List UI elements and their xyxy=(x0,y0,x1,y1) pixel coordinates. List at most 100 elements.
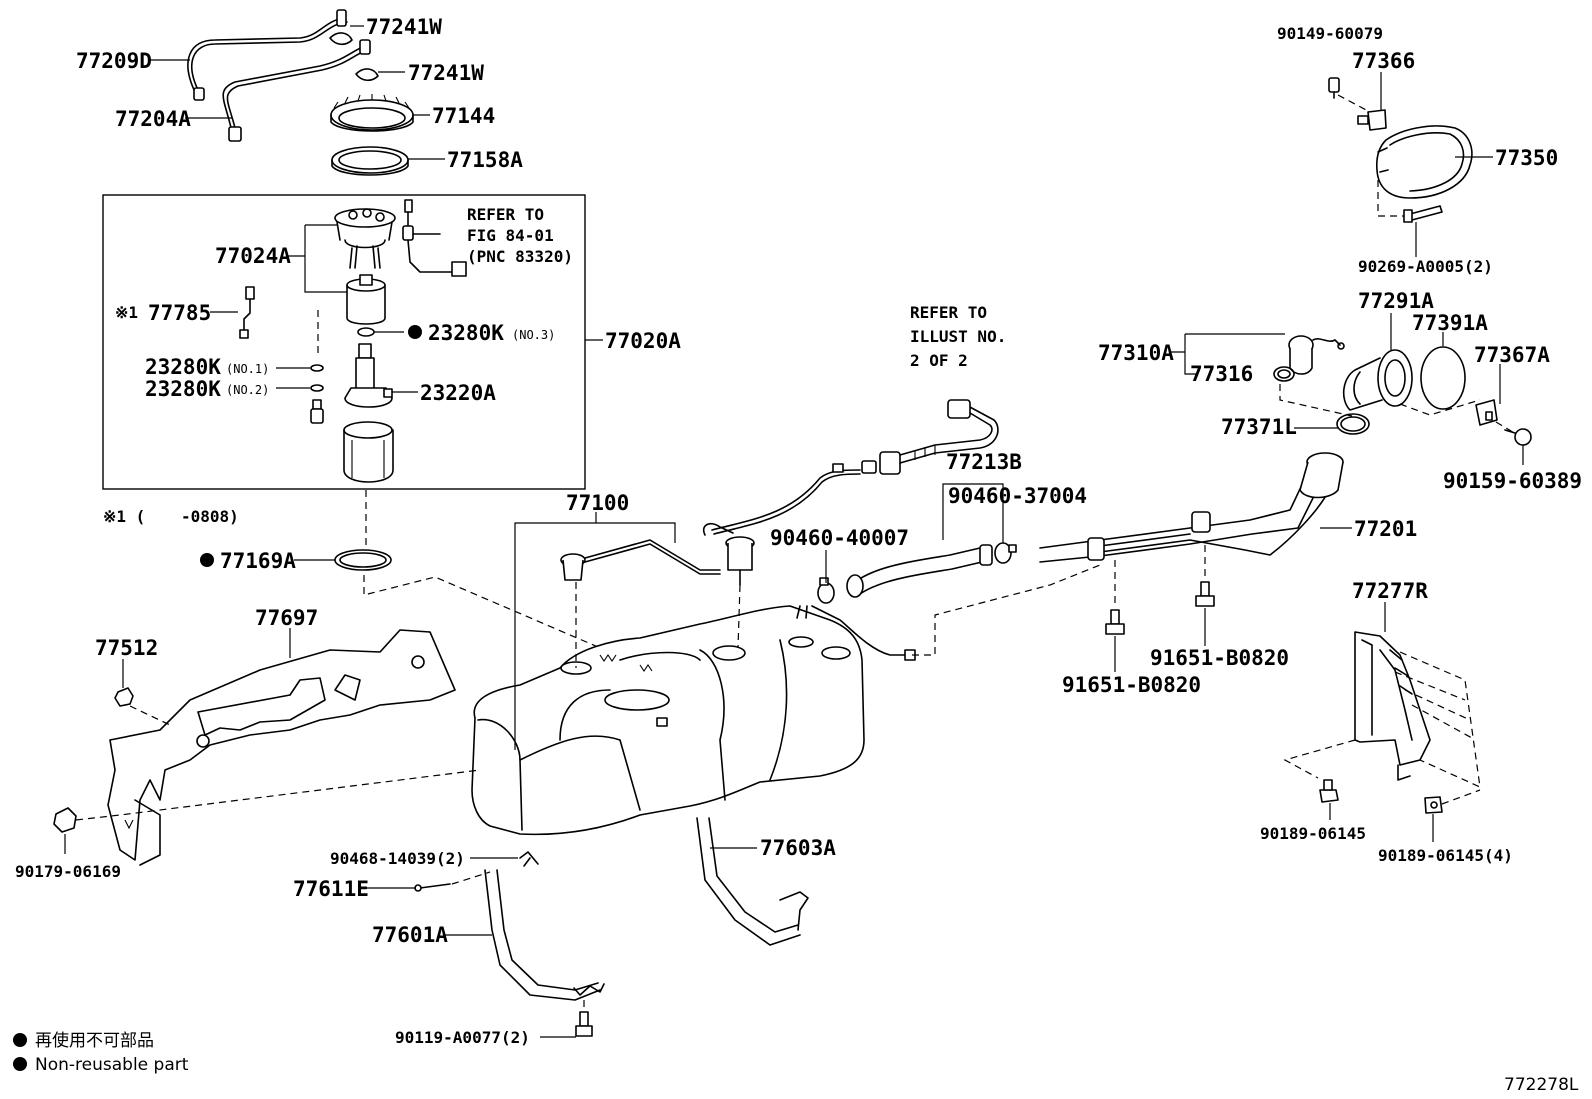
bolt-91651-b0820-a xyxy=(1105,609,1125,635)
label-77785: 77785 xyxy=(148,301,211,325)
clip-90189-06145 xyxy=(1319,779,1339,803)
label-91651-b0820-b: 91651-B0820 xyxy=(1150,646,1289,670)
fuel-sender-gauge xyxy=(402,199,467,277)
non-reusable-mark xyxy=(200,553,214,567)
bracket-77367a xyxy=(1475,399,1498,426)
label-90460-37004: 90460-37004 xyxy=(948,484,1087,508)
label-90119-a0077: 90119-A0077(2) xyxy=(395,1028,530,1047)
label-77213b: 77213B xyxy=(946,450,1022,474)
label-90460-40007: 90460-40007 xyxy=(770,526,909,550)
gasket-77391a xyxy=(1420,346,1466,410)
part-77785 xyxy=(239,286,255,339)
label-77603a: 77603A xyxy=(760,836,836,860)
label-77169a: 77169A xyxy=(220,549,296,573)
legend-dot-jp xyxy=(13,1033,27,1047)
gasket-77371l xyxy=(1336,413,1370,435)
label-77158a: 77158A xyxy=(447,148,523,172)
leader xyxy=(514,522,676,750)
fuel-lid-77350 xyxy=(1375,125,1473,199)
guide-line xyxy=(1377,180,1404,217)
guide-line xyxy=(1337,94,1371,113)
fuel-tube-77209d xyxy=(187,9,348,101)
o-ring-23280k-no2 xyxy=(310,384,324,392)
label-no1: (NO.1) xyxy=(226,362,269,376)
hose-clamp-90460-37004 xyxy=(994,542,1017,564)
bolt-90119-a0077 xyxy=(575,1011,593,1037)
legend-english: Non-reusable part xyxy=(35,1055,189,1075)
fuel-filter xyxy=(346,274,386,325)
screw-90269-a0005 xyxy=(1403,205,1443,223)
tank-strap-77603a xyxy=(696,817,809,946)
label-refer-illust-1: REFER TO xyxy=(910,303,987,322)
retainer-ring-77144 xyxy=(330,94,414,132)
figure-code: 772278L xyxy=(1504,1075,1579,1095)
nut-77512 xyxy=(114,687,134,707)
label-77209d: 77209D xyxy=(76,49,152,73)
pump-nozzle xyxy=(310,399,324,424)
label-77277r: 77277R xyxy=(1352,579,1428,603)
guide-line xyxy=(1399,399,1481,416)
bolt-91651-b0820-b xyxy=(1195,581,1215,607)
guide-line xyxy=(1283,739,1356,779)
pump-cup xyxy=(343,421,394,483)
label-90269-a0005: 90269-A0005(2) xyxy=(1358,257,1493,276)
guide-line xyxy=(912,564,1101,656)
label-77697: 77697 xyxy=(255,606,318,630)
hinge-77366 xyxy=(1357,109,1387,131)
fuel-pump-23220a xyxy=(344,343,393,408)
guide-line xyxy=(75,769,481,821)
guide-line xyxy=(1495,421,1517,435)
label-77367a: 77367A xyxy=(1474,343,1550,367)
label-90189-06145-4: 90189-06145(4) xyxy=(1378,846,1513,865)
label-23280k-no1: 23280K xyxy=(145,355,221,379)
label-91651-b0820-a: 91651-B0820 xyxy=(1062,673,1201,697)
label-77785-mark: ※1 xyxy=(115,303,138,322)
guide-line xyxy=(1394,651,1481,788)
leader xyxy=(1171,333,1285,375)
label-77316: 77316 xyxy=(1190,362,1253,386)
splash-guard-77277r xyxy=(1354,631,1431,781)
label-77241w-upper: 77241W xyxy=(366,15,442,39)
guide-line xyxy=(1441,789,1481,805)
label-77241w-lower: 77241W xyxy=(408,61,484,85)
label-77366: 77366 xyxy=(1352,49,1415,73)
vent-tube-assembly xyxy=(711,399,999,535)
clip-77241w-lower xyxy=(355,68,379,82)
nut-90179-06169 xyxy=(53,807,77,833)
label-77204a: 77204A xyxy=(115,107,191,131)
filler-pipe-77201 xyxy=(1039,452,1344,563)
screw-90149-60079 xyxy=(1328,77,1340,99)
label-90189-06145: 90189-06145 xyxy=(1260,824,1366,843)
label-77310a: 77310A xyxy=(1098,341,1174,365)
label-77024a: 77024A xyxy=(215,244,291,268)
clip-90468-14039 xyxy=(519,851,539,867)
tank-vent-line xyxy=(811,605,906,656)
leader xyxy=(942,483,1004,543)
filler-neck-77291a xyxy=(1342,349,1413,411)
guide-line xyxy=(451,871,491,885)
label-77371l: 77371L xyxy=(1221,415,1297,439)
label-refer-fig-2: FIG 84-01 xyxy=(467,226,554,245)
footnote-mark: ※1 ( xyxy=(103,507,145,526)
label-77144: 77144 xyxy=(432,104,495,128)
legend-japanese: 再使用不可部品 xyxy=(35,1030,154,1051)
footnote-code: -0808) xyxy=(181,507,239,526)
heat-insulator-77697 xyxy=(107,629,456,866)
label-no2: (NO.2) xyxy=(226,383,269,397)
label-77512: 77512 xyxy=(95,636,158,660)
label-refer-illust-2: ILLUST NO. xyxy=(910,327,1006,346)
label-77020a: 77020A xyxy=(605,329,681,353)
label-no3: (NO.3) xyxy=(512,328,555,342)
label-23280k-no2: 23280K xyxy=(145,377,221,401)
label-77350: 77350 xyxy=(1495,146,1558,170)
pump-assembly-box xyxy=(102,194,586,490)
guide-line xyxy=(129,705,171,726)
o-ring-23280k-no3 xyxy=(357,327,375,337)
label-23280k-no3: 23280K xyxy=(428,321,504,345)
fuel-sender-tube xyxy=(560,523,755,586)
pin-77611e xyxy=(414,883,451,892)
pump-top-plate xyxy=(334,208,396,269)
fuel-tube-77204a xyxy=(222,39,371,142)
label-refer-fig-3: (PNC 83320) xyxy=(467,247,573,266)
